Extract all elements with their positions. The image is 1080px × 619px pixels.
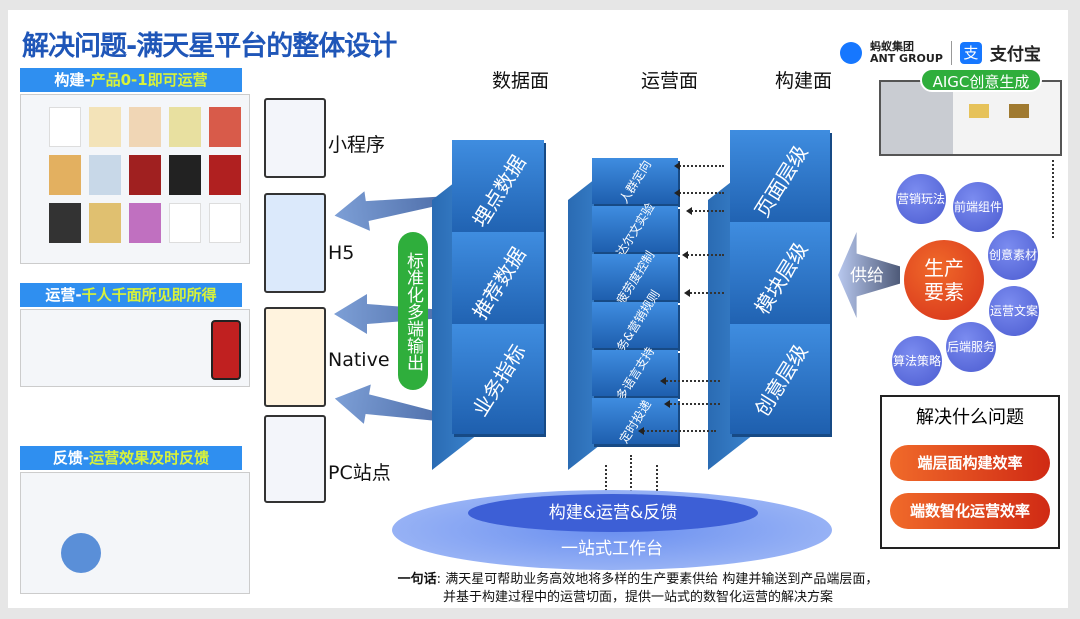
- column-build: 构建面: [775, 70, 833, 92]
- data-block: 业务指标: [452, 324, 544, 434]
- dotted-arrow-icon: [682, 251, 724, 259]
- phone-miniprogram: [264, 98, 326, 178]
- problem-item: 端数智化运营效率: [890, 493, 1050, 529]
- dotted-up-arrow-icon: [605, 465, 607, 495]
- build-block: 创意层级: [730, 324, 830, 434]
- channel-h5: H5: [328, 242, 355, 264]
- ops-block: 业务&营销规则: [592, 287, 678, 363]
- factor-item: 创意素材: [988, 230, 1038, 280]
- problems-title: 解决什么问题: [916, 407, 1024, 428]
- aigc-label: AIGC创意生成: [920, 68, 1042, 92]
- alipay-name: 支付宝: [989, 45, 1041, 65]
- page-title: 解决问题-满天星平台的整体设计: [22, 31, 397, 62]
- ant-en: ANT GROUP: [870, 51, 943, 65]
- channel-miniprogram: 小程序: [328, 134, 386, 156]
- phone-h5: [264, 193, 326, 293]
- section-feedback-header: 反馈-运营效果及时反馈: [20, 446, 242, 470]
- phone-pc: [264, 415, 326, 503]
- output-label: 标准化多端输出: [398, 232, 428, 390]
- data-block: 推荐数据: [452, 232, 544, 332]
- output-arrow-icon: [332, 181, 446, 236]
- build-block: 页面层级: [730, 130, 830, 230]
- phone-native: [264, 307, 326, 407]
- ops-block: 定时投递: [592, 397, 678, 445]
- supply-label: 供给: [850, 266, 884, 286]
- factor-center: 生产要素: [904, 240, 984, 320]
- slide: 解决问题-满天星平台的整体设计 蚂蚁集团 ANT GROUP 支 支付宝 构建-…: [8, 10, 1068, 608]
- dotted-up-arrow-icon: [656, 465, 658, 495]
- factor-item: 营销玩法: [896, 174, 946, 224]
- dotted-arrow-icon: [638, 427, 716, 435]
- channel-pc: PC站点: [328, 462, 391, 484]
- section-ops-header: 运营-千人千面所见即所得: [20, 283, 242, 307]
- dotted-up-arrow-icon: [630, 455, 632, 495]
- factor-item: 算法策略: [892, 336, 942, 386]
- dotted-arrow-icon: [664, 400, 720, 408]
- alipay-logo-icon: 支: [959, 41, 982, 64]
- output-arrow-icon: [331, 379, 446, 437]
- logo-group: 蚂蚁集团 ANT GROUP 支 支付宝: [840, 40, 1041, 65]
- dotted-up-arrow-icon: [1052, 160, 1054, 238]
- build-screenshot: [20, 94, 250, 264]
- feedback-screenshot: [20, 472, 250, 594]
- column-data: 数据面: [492, 70, 550, 92]
- ops-screenshot: [20, 309, 250, 387]
- section-build-header: 构建-产品0-1即可运营: [20, 68, 242, 92]
- platform-inner: 构建&运营&反馈: [468, 494, 758, 532]
- dotted-arrow-icon: [686, 207, 724, 215]
- ops-block: 多语言支持: [592, 344, 678, 402]
- factor-item: 后端服务: [946, 322, 996, 372]
- dotted-arrow-icon: [674, 162, 724, 170]
- dotted-arrow-icon: [660, 377, 720, 385]
- summary: 一句话: 满天星可帮助业务高效地将多样的生产要素供给 构建并输送到产品端层面， …: [397, 572, 879, 605]
- ant-cn: 蚂蚁集团: [870, 39, 914, 53]
- problems-box: 解决什么问题 端层面构建效率 端数智化运营效率: [880, 395, 1060, 549]
- factor-item: 前端组件: [953, 182, 1003, 232]
- platform-outer: 一站式工作台: [561, 539, 663, 559]
- ops-block: 达尔文实验: [592, 200, 678, 258]
- factor-item: 运营文案: [989, 286, 1039, 336]
- build-block: 模块层级: [730, 222, 830, 332]
- dotted-arrow-icon: [674, 189, 724, 197]
- ant-logo-icon: [840, 41, 862, 64]
- dotted-arrow-icon: [684, 289, 724, 297]
- channel-native: Native: [328, 349, 390, 371]
- data-block: 埋点数据: [452, 140, 544, 240]
- problem-item: 端层面构建效率: [890, 445, 1050, 481]
- column-ops: 运营面: [641, 70, 699, 92]
- ops-block: 人群定向: [592, 157, 678, 205]
- ops-block: 疲劳度控制: [592, 248, 678, 306]
